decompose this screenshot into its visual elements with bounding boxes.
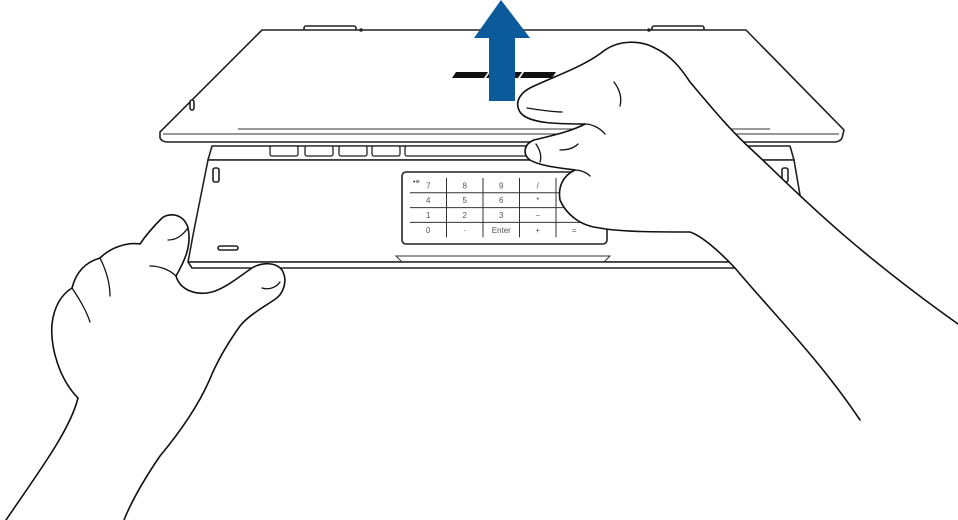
numberpad-key: + bbox=[535, 226, 540, 235]
numberpad-key: 3 bbox=[499, 211, 504, 220]
numberpad-key: · bbox=[463, 226, 466, 235]
numberpad-key: * bbox=[536, 196, 539, 205]
numberpad-key: 0 bbox=[426, 226, 431, 235]
left-port bbox=[213, 168, 219, 182]
numberpad-key: 8 bbox=[463, 181, 468, 190]
key bbox=[339, 146, 367, 156]
numberpad-key: 1 bbox=[426, 211, 431, 220]
lid-indicator bbox=[190, 100, 194, 110]
numberpad-key: 2 bbox=[463, 211, 468, 220]
indicator-light bbox=[218, 246, 238, 250]
key bbox=[372, 146, 400, 156]
lid-dot bbox=[359, 28, 363, 32]
numberpad-key: = bbox=[572, 226, 577, 235]
numberpad-key: 7 bbox=[426, 181, 431, 190]
key bbox=[305, 146, 333, 156]
numberpad-key: − bbox=[535, 211, 540, 220]
numberpad-toggle-icon: •≡ bbox=[413, 179, 420, 186]
key bbox=[270, 146, 298, 156]
numberpad-key: 9 bbox=[499, 181, 504, 190]
numberpad-key: 5 bbox=[463, 196, 468, 205]
lid-dot bbox=[647, 28, 651, 32]
numberpad-key: 4 bbox=[426, 196, 431, 205]
numberpad-key: 6 bbox=[499, 196, 504, 205]
numberpad-key: Enter bbox=[492, 226, 511, 235]
